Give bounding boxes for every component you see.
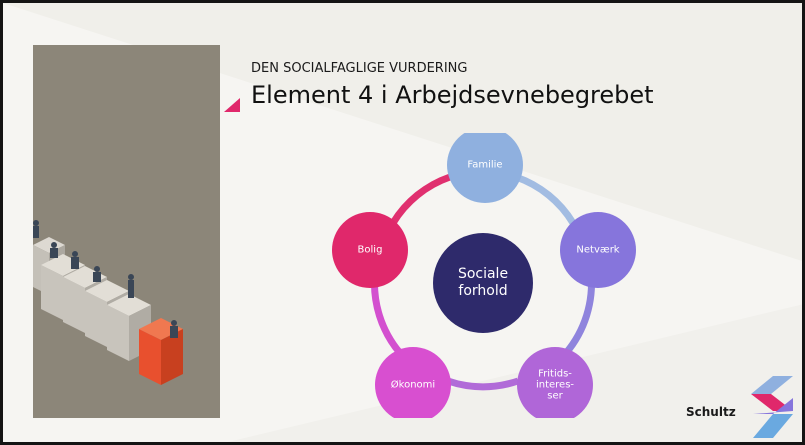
node-bolig (332, 212, 408, 288)
center-label: Sociale forhold (458, 266, 508, 300)
photo-people-on-cubes (33, 45, 220, 418)
ring-arc-fritid-okonomi (446, 377, 520, 391)
center-label-line1: Sociale (457, 266, 509, 282)
ring-arc-familie-netvaerk (514, 173, 576, 225)
slide-title: Element 4 i Arbejdsevnebegrebet (251, 81, 654, 109)
center-label-line2: forhold (458, 283, 508, 299)
node-fritidsinteresser (517, 347, 593, 418)
node-label-familie: Familie (467, 159, 503, 171)
node-label-line: Fritids- (538, 368, 572, 380)
center-circle (433, 233, 533, 333)
logo-text: Schultz (686, 405, 736, 419)
accent-triangle (224, 98, 240, 112)
node-label-line: interes- (535, 379, 575, 391)
node-label-fritidsinteresser: Fritids- interes- ser (536, 369, 574, 402)
ring-arc-bolig-familie (390, 173, 452, 225)
cycle-diagram: Sociale forhold Familie Netværk Fritids-… (308, 133, 638, 418)
node-label-bolig: Bolig (357, 244, 383, 256)
slide-subtitle: DEN SOCIALFAGLIGE VURDERING (251, 61, 468, 76)
node-label-netvaerk: Netværk (576, 244, 620, 256)
schultz-logo-icon (751, 376, 793, 438)
node-label-line: ser (547, 390, 563, 402)
people-figures (33, 220, 178, 338)
node-familie (447, 133, 523, 203)
node-netvaerk (560, 212, 636, 288)
node-label-okonomi: Økonomi (390, 379, 436, 391)
node-okonomi (375, 347, 451, 418)
